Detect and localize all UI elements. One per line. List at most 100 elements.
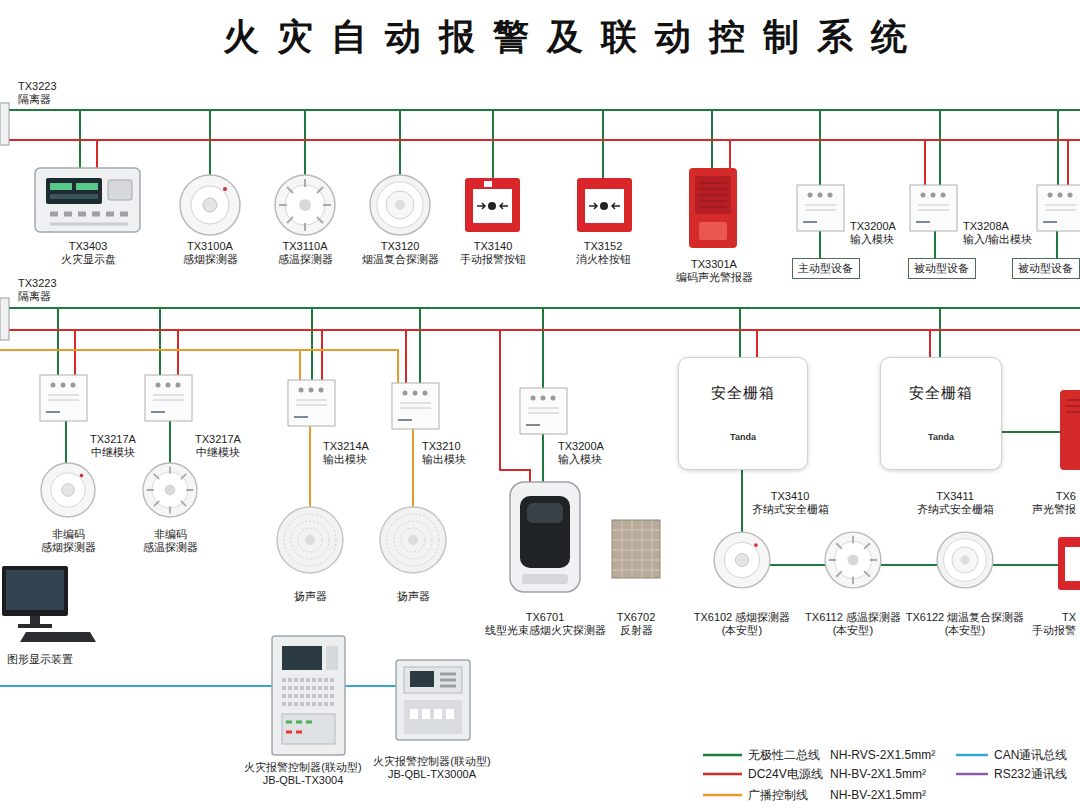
smoke-detector <box>41 463 95 517</box>
heat-detector <box>143 463 197 517</box>
graphic-display-computer <box>6 570 64 610</box>
isolator <box>0 103 9 145</box>
fire-alarm-controller <box>272 636 345 755</box>
beam-detector <box>522 574 568 584</box>
heat-detector <box>275 175 335 235</box>
manual-alarm-button <box>473 189 512 223</box>
dev-box: 主动型设备 <box>792 258 860 279</box>
fire-display-panel <box>108 180 132 200</box>
legend-text: 无极性二总线 <box>748 747 820 763</box>
box-title: 主动型设备 <box>798 261 854 276</box>
fire-display-panel <box>76 183 98 190</box>
legend-line-sample <box>703 794 742 797</box>
output-module <box>392 383 439 429</box>
graphic-display-computer <box>2 566 96 642</box>
input-output-module <box>910 185 957 231</box>
sounder-strobe <box>1060 390 1080 470</box>
device-caption: TX3217A 中继模块 <box>194 433 242 459</box>
hydrant-button <box>577 178 632 232</box>
power-wire <box>9 140 1080 482</box>
fire-alarm-controller <box>286 721 312 724</box>
device-caption: TX6701 线型光束感烟火灾探测器 <box>484 611 607 637</box>
device-caption: 图形显示装置 <box>6 653 74 666</box>
beam-detector <box>510 482 580 592</box>
manual-alarm-button <box>465 178 520 232</box>
beam-detector <box>510 482 580 592</box>
manual-alarm-button <box>465 178 520 232</box>
manual-alarm-button <box>484 181 492 187</box>
legend-line-sample <box>703 754 742 757</box>
fire-alarm-controller <box>410 671 434 687</box>
dev-box: 被动型设备 <box>908 258 976 279</box>
beam-detector <box>520 496 570 568</box>
device-caption: 非编码 感烟探测器 <box>40 528 97 554</box>
device-caption: TX3210 输出模块 <box>422 440 468 466</box>
fire-display-panel <box>50 223 128 226</box>
isolator-caption: TX3223 隔离器 <box>18 277 59 303</box>
sounder-strobe <box>699 222 727 240</box>
manual-alarm-button <box>1065 547 1080 581</box>
legend-text: RS232通讯线 <box>994 766 1067 782</box>
device-caption: TX6 声光警报 <box>1030 490 1076 516</box>
fire-alarm-controller <box>440 674 456 686</box>
hydrant-button <box>585 189 624 223</box>
output-module <box>288 380 335 426</box>
sounder-strobe <box>1066 400 1080 412</box>
hydrant-button <box>589 203 620 209</box>
device-caption: TX6122 烟温复合探测器(本安型) <box>905 611 1025 637</box>
device-caption: TX3120 烟温复合探测器 <box>361 240 440 266</box>
device-caption: TX3100A 感烟探测器 <box>182 240 239 266</box>
sounder-strobe <box>699 183 727 207</box>
fire-alarm-controller <box>326 646 338 670</box>
smoke-detector <box>714 532 770 588</box>
device-caption: TX3152 消火栓按钮 <box>575 240 632 266</box>
reflector <box>612 520 660 578</box>
fire-display-panel <box>35 168 140 232</box>
manual-alarm-button <box>1058 537 1080 590</box>
device-caption: TX3110A 感温探测器 <box>277 240 334 266</box>
cable-spec: NH-BV-2X1.5mm² <box>830 787 929 803</box>
device-caption: TX 手动报警 <box>1030 611 1076 637</box>
device-caption: TX3411 齐纳式安全栅箱 <box>916 490 995 516</box>
fire-alarm-controller <box>286 731 302 734</box>
legend-line-sample <box>956 773 988 776</box>
device-caption: TX3403 火灾显示盘 <box>60 240 117 266</box>
smoke-detector <box>180 175 240 235</box>
reflector <box>612 520 660 578</box>
sounder-strobe <box>689 168 737 248</box>
fire-display-panel <box>50 194 98 199</box>
manual-alarm-button <box>477 203 508 209</box>
fire-alarm-controller <box>404 667 462 693</box>
speaker <box>380 507 446 573</box>
isolator-caption: TX3223 隔离器 <box>18 80 59 106</box>
brand-mark: Tanda <box>730 432 756 443</box>
sounder-strobe <box>1060 390 1080 470</box>
cable-spec: NH-BV-2X1.5mm² <box>830 766 929 782</box>
fire-alarm-controller <box>404 700 462 734</box>
barrier-box: 安全栅箱Tanda <box>880 357 1002 470</box>
bus-wire <box>0 110 1080 686</box>
legend-text: DC24V电源线 <box>748 766 823 782</box>
isolator <box>0 103 9 340</box>
fire-alarm-controller <box>282 680 335 704</box>
box-title: 安全栅箱 <box>711 384 775 402</box>
graphic-display-computer <box>2 566 68 616</box>
fire-alarm-controller <box>410 709 454 719</box>
device-caption: 扬声器 <box>396 590 431 603</box>
hydrant-button <box>577 178 632 232</box>
fire-alarm-controller <box>396 660 470 740</box>
device-caption: TX3214A 输出模块 <box>323 440 371 466</box>
device-caption: TX3140 手动报警按钮 <box>459 240 527 266</box>
sounder-strobe <box>695 176 731 214</box>
speaker <box>277 507 343 573</box>
sounder-strobe <box>689 168 737 248</box>
smoke-heat-detector <box>937 532 993 588</box>
device-caption: TX3301A 编码声光警报器 <box>675 258 754 284</box>
fire-display-panel <box>50 212 128 217</box>
input-module <box>797 185 844 231</box>
heat-detector <box>825 532 881 588</box>
isolator <box>0 298 9 340</box>
relay-module <box>145 375 192 421</box>
fire-display-panel <box>46 178 102 204</box>
